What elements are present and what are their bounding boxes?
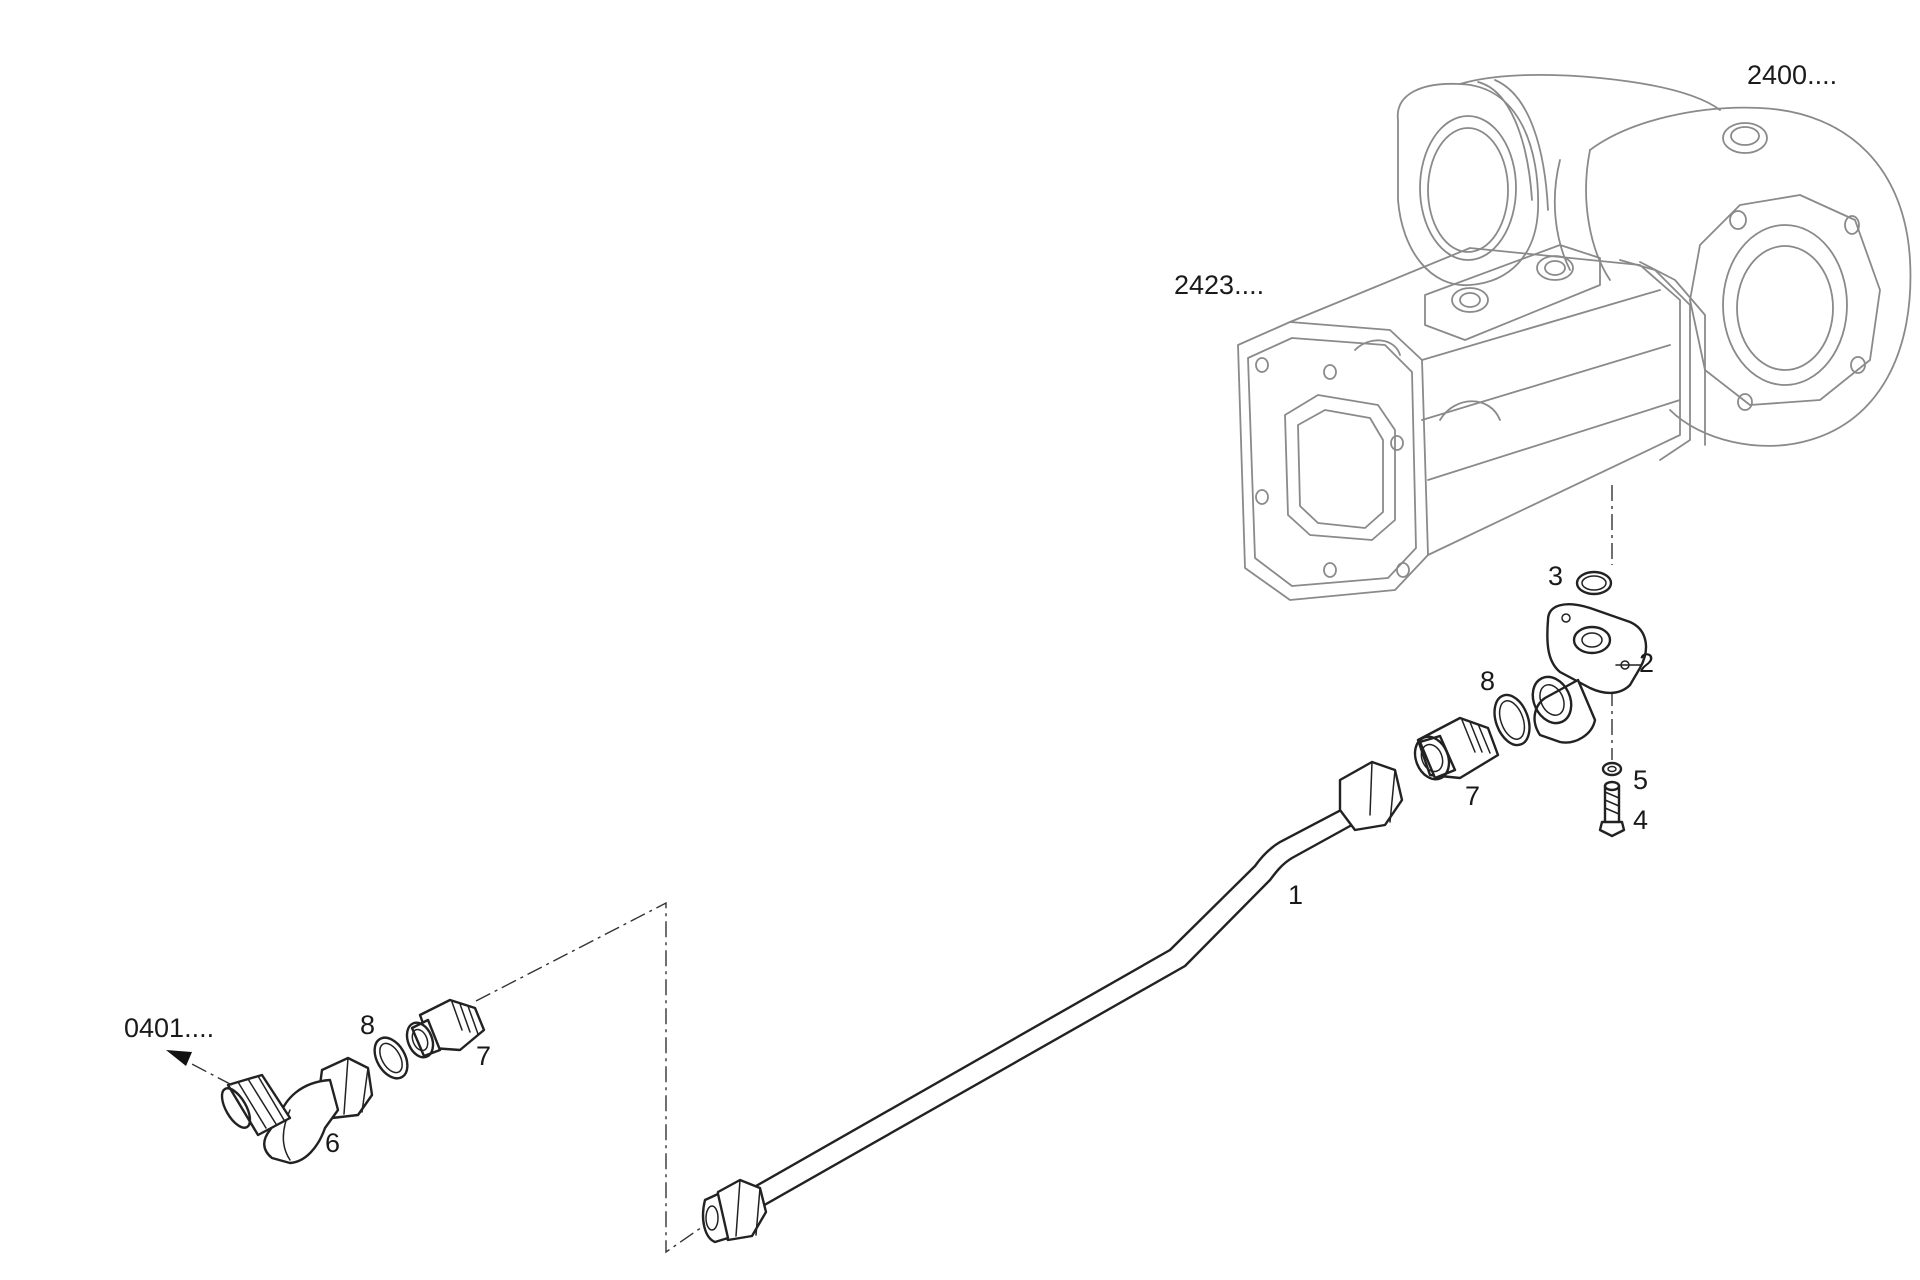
callout-8-seal-right: 8 bbox=[1480, 666, 1495, 696]
pump-housing-drawing bbox=[1237, 244, 1706, 601]
callout-1-pipe: 1 bbox=[1288, 880, 1303, 910]
seal-left bbox=[373, 1036, 409, 1080]
adapter-right bbox=[1413, 716, 1500, 781]
label-pump-housing-ref: 2423.... bbox=[1174, 270, 1264, 300]
callout-2-elbow-flange: 2 bbox=[1639, 648, 1654, 678]
callout-4-bolt: 4 bbox=[1633, 805, 1648, 835]
washer-part bbox=[1601, 761, 1623, 777]
callout-8-seal-left: 8 bbox=[360, 1010, 375, 1040]
seal-right bbox=[1493, 693, 1531, 747]
label-connection-ref: 0401.... bbox=[124, 1013, 214, 1043]
label-gear-housing-ref: 2400.... bbox=[1747, 60, 1837, 90]
gear-housing-drawing bbox=[1397, 73, 1912, 447]
elbow-flange-part bbox=[1531, 603, 1648, 744]
bolt-part bbox=[1598, 780, 1626, 838]
arrow-to-connection bbox=[166, 1050, 233, 1086]
callout-6-elbow-fitting: 6 bbox=[325, 1128, 340, 1158]
o-ring-top bbox=[1575, 570, 1613, 596]
pipe-part bbox=[701, 760, 1404, 1244]
callout-7-adapter-left: 7 bbox=[476, 1041, 491, 1071]
elbow-fitting-part bbox=[220, 1056, 374, 1165]
adapter-left bbox=[405, 998, 486, 1059]
callout-7-adapter-right: 7 bbox=[1465, 781, 1480, 811]
callout-5-washer: 5 bbox=[1633, 765, 1648, 795]
callout-3-o-ring: 3 bbox=[1548, 561, 1563, 591]
